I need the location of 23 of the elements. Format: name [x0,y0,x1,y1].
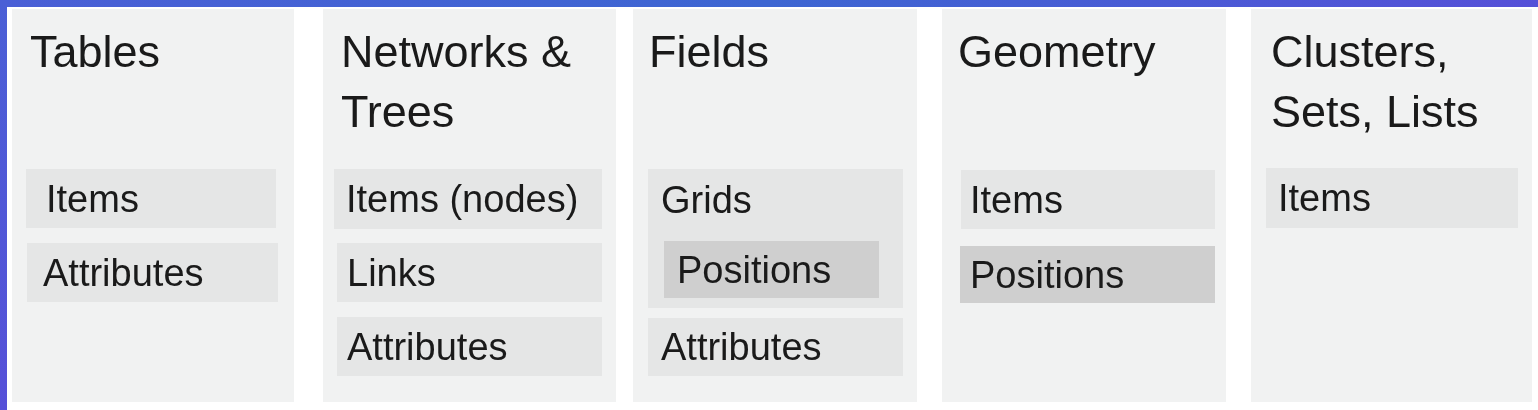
entry-label: Positions [677,247,832,293]
entry-label: Attributes [661,325,822,370]
entry-label: Attributes [347,324,508,370]
entry-label: Items [46,176,139,222]
entry-label: Items [1278,176,1371,221]
column-heading: Fields [649,25,771,79]
entry-panel [960,246,1215,303]
entry-label: Attributes [43,250,204,296]
column-panel [1251,9,1532,402]
column-heading: Geometry [958,25,1157,79]
column-panel [942,9,1226,402]
column-panel [633,9,917,402]
column-panel [12,9,294,402]
entry-label: Items [970,177,1063,223]
entry-label: Items (nodes) [346,177,579,222]
entry-label: Grids [661,178,752,223]
entry-label: Links [347,250,436,296]
column-panel [323,9,616,402]
column-heading: Clusters, Sets, Lists [1271,25,1480,139]
entry-label: Positions [970,252,1125,298]
group-panel [648,169,903,308]
column-heading: Tables [30,25,162,79]
column-heading: Networks & Trees [341,25,573,139]
